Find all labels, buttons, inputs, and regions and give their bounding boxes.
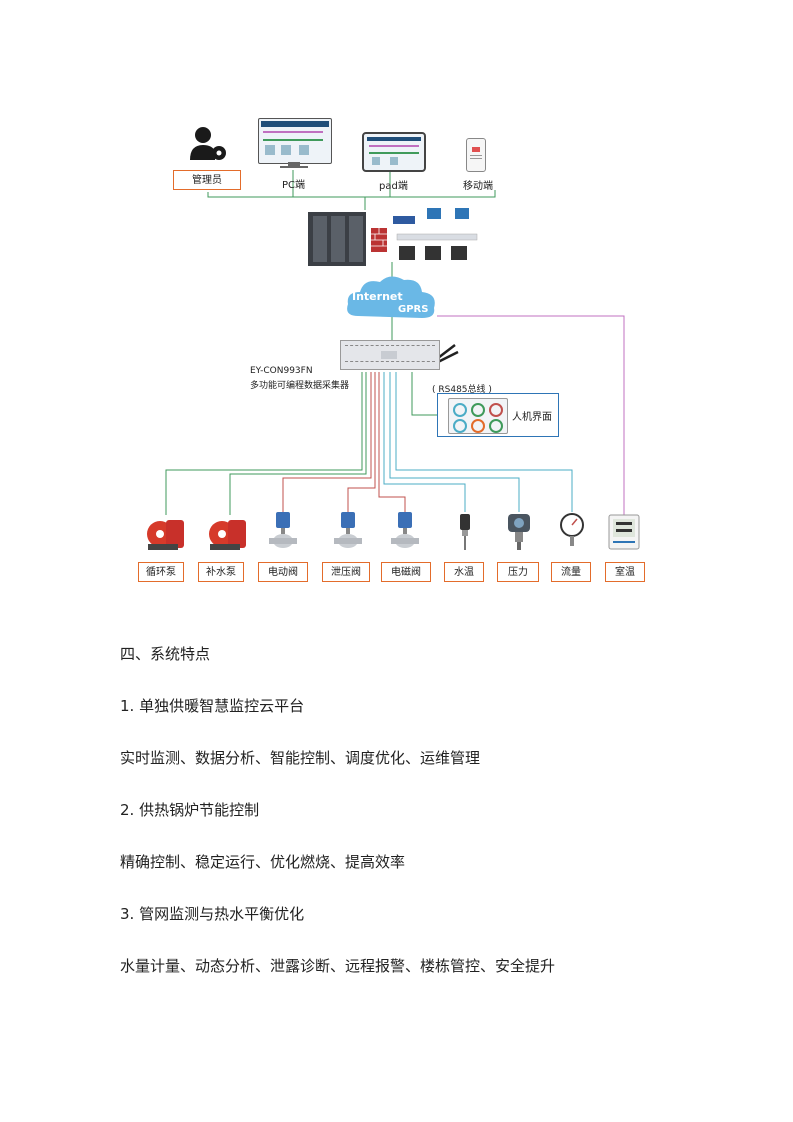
valve-icon xyxy=(391,512,419,548)
device-label: 补水泵 xyxy=(198,562,244,582)
room-thermometer-icon xyxy=(608,514,640,550)
pump-icon xyxy=(209,520,246,550)
rs485-label: ( RS485总线 ) xyxy=(432,385,492,395)
device-label: 电磁阀 xyxy=(381,562,431,582)
device-label: 泄压阀 xyxy=(322,562,370,582)
connection-lines xyxy=(165,170,625,515)
feature-title: 3. 管网监测与热水平衡优化 xyxy=(120,905,305,923)
server-cluster-icon xyxy=(308,208,478,266)
temperature-sensor-icon xyxy=(460,514,470,550)
controller-model: EY-CON993FN xyxy=(250,366,313,376)
feature-description: 水量计量、动态分析、泄露诊断、远程报警、楼栋管控、安全提升 xyxy=(120,957,556,975)
device-label: 流量 xyxy=(551,562,591,582)
device-label: 压力 xyxy=(497,562,539,582)
admin-icon xyxy=(190,127,226,160)
section-heading: 四、系统特点 xyxy=(120,645,211,663)
valve-icon xyxy=(334,512,362,548)
feature-description: 实时监测、数据分析、智能控制、调度优化、运维管理 xyxy=(120,749,481,767)
feature-title: 1. 单独供暖智慧监控云平台 xyxy=(120,697,305,715)
feature-description: 精确控制、稳定运行、优化燃烧、提高效率 xyxy=(120,853,406,871)
valve-icon xyxy=(269,512,297,548)
controller-desc: 多功能可编程数据采集器 xyxy=(250,381,350,391)
hmi-screen-icon xyxy=(448,398,508,434)
pc-monitor-icon xyxy=(258,118,332,168)
data-collector-device xyxy=(340,340,440,370)
admin-label: 管理员 xyxy=(173,170,241,190)
pressure-transmitter-icon xyxy=(508,514,530,550)
system-diagram: 管理员 PC端 pad端 移动端 xyxy=(138,118,645,582)
device-label: 循环泵 xyxy=(138,562,184,582)
internet-label: Internet xyxy=(352,290,403,303)
hmi-label: 人机界面 xyxy=(512,412,552,423)
pad-label: pad端 xyxy=(379,181,408,192)
device-label: 水温 xyxy=(444,562,484,582)
cloud-icon xyxy=(347,276,435,318)
gprs-label: GPRS xyxy=(398,304,429,315)
device-label: 电动阀 xyxy=(258,562,308,582)
pc-label: PC端 xyxy=(282,180,306,191)
pump-icon xyxy=(147,520,184,550)
gauge-icon xyxy=(560,513,584,546)
pad-icon xyxy=(362,132,426,172)
feature-title: 2. 供热锅炉节能控制 xyxy=(120,801,260,819)
device-label: 室温 xyxy=(605,562,645,582)
mobile-label: 移动端 xyxy=(463,181,493,192)
hmi-panel: 人机界面 xyxy=(437,393,559,437)
mobile-icon xyxy=(466,138,486,172)
